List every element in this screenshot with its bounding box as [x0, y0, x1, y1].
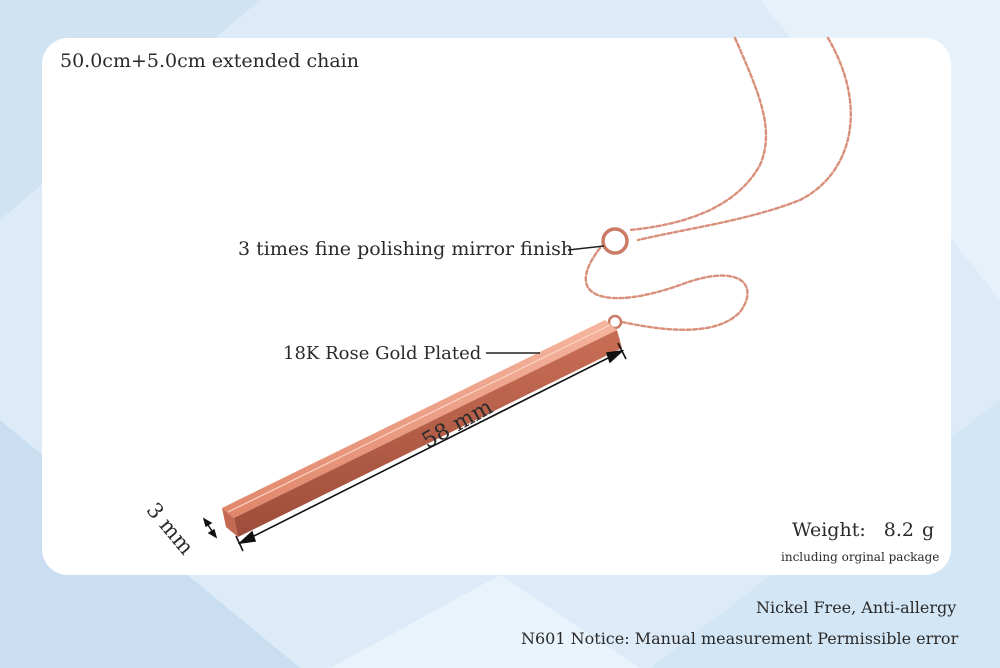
polish-leader: [567, 245, 605, 251]
polish-finish-label: 3 times fine polishing mirror finish: [238, 238, 574, 260]
chain: [584, 36, 852, 331]
weight-unit: g: [921, 519, 935, 541]
measurement-notice: N601 Notice: Manual measurement Permissi…: [521, 629, 959, 648]
weight-spec: Weight: 8.2 g: [792, 519, 934, 541]
chain-length-label: 50.0cm+5.0cm extended chain: [60, 50, 359, 72]
nickel-free-note: Nickel Free, Anti-allergy: [756, 598, 957, 617]
jump-ring: [601, 227, 629, 255]
content-card: [42, 38, 951, 575]
weight-label: Weight:: [792, 519, 866, 541]
bar-pendant: [222, 320, 622, 537]
length-dimension-arrow: [235, 342, 627, 552]
weight-value: 8.2: [883, 519, 914, 541]
plating-label: 18K Rose Gold Plated: [283, 343, 482, 364]
weight-package-note: including orginal package: [781, 550, 940, 564]
width-dimension-arrow: [202, 517, 218, 539]
